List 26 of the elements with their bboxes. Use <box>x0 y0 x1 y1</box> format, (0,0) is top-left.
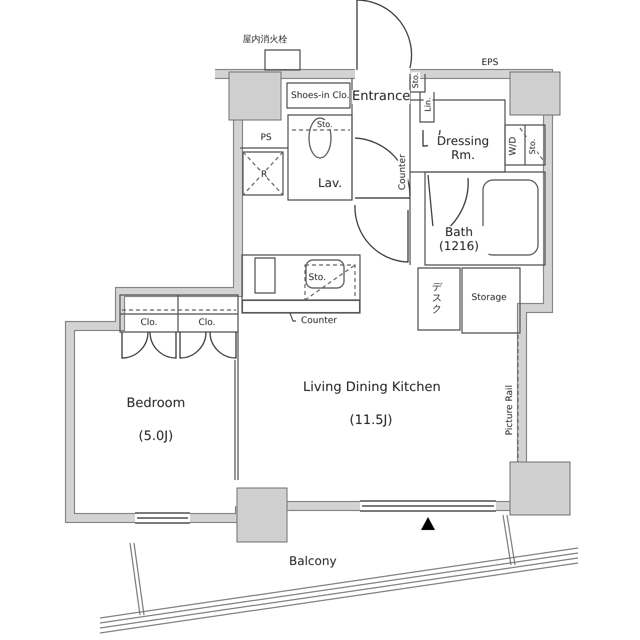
room-label: Sto. <box>528 138 538 154</box>
room-label: Picture Rail <box>505 384 516 436</box>
room-label: デスク <box>432 282 442 314</box>
room-label: Clo. <box>198 318 216 328</box>
room-label: Shoes-in Clo. <box>291 91 350 102</box>
leader-label: Counter <box>296 314 342 328</box>
room-label: Counter <box>398 154 408 190</box>
room-label: Lin. <box>424 96 433 112</box>
room-label: Sto. <box>308 273 326 284</box>
room-label: W/D <box>508 136 518 156</box>
counter-top <box>242 300 360 313</box>
room-label: (11.5J) <box>350 414 392 428</box>
room-label: Storage <box>472 293 507 304</box>
leader-line <box>290 312 296 322</box>
room-label: Sto. <box>411 72 420 88</box>
room-label: Sto. <box>317 120 333 129</box>
room-label: EPS <box>482 58 498 68</box>
room-label: R <box>261 170 268 180</box>
room-label: Balcony <box>289 555 337 569</box>
room-label: Clo. <box>140 318 158 328</box>
room-label: 屋内消火栓 <box>242 35 288 46</box>
room-label: (5.0J) <box>138 430 174 444</box>
room-label: Bath (1216) <box>429 226 489 254</box>
room-label: PS <box>260 133 272 144</box>
room-label: Living Dining Kitchen <box>303 380 441 396</box>
room-label: Entrance <box>352 90 410 104</box>
